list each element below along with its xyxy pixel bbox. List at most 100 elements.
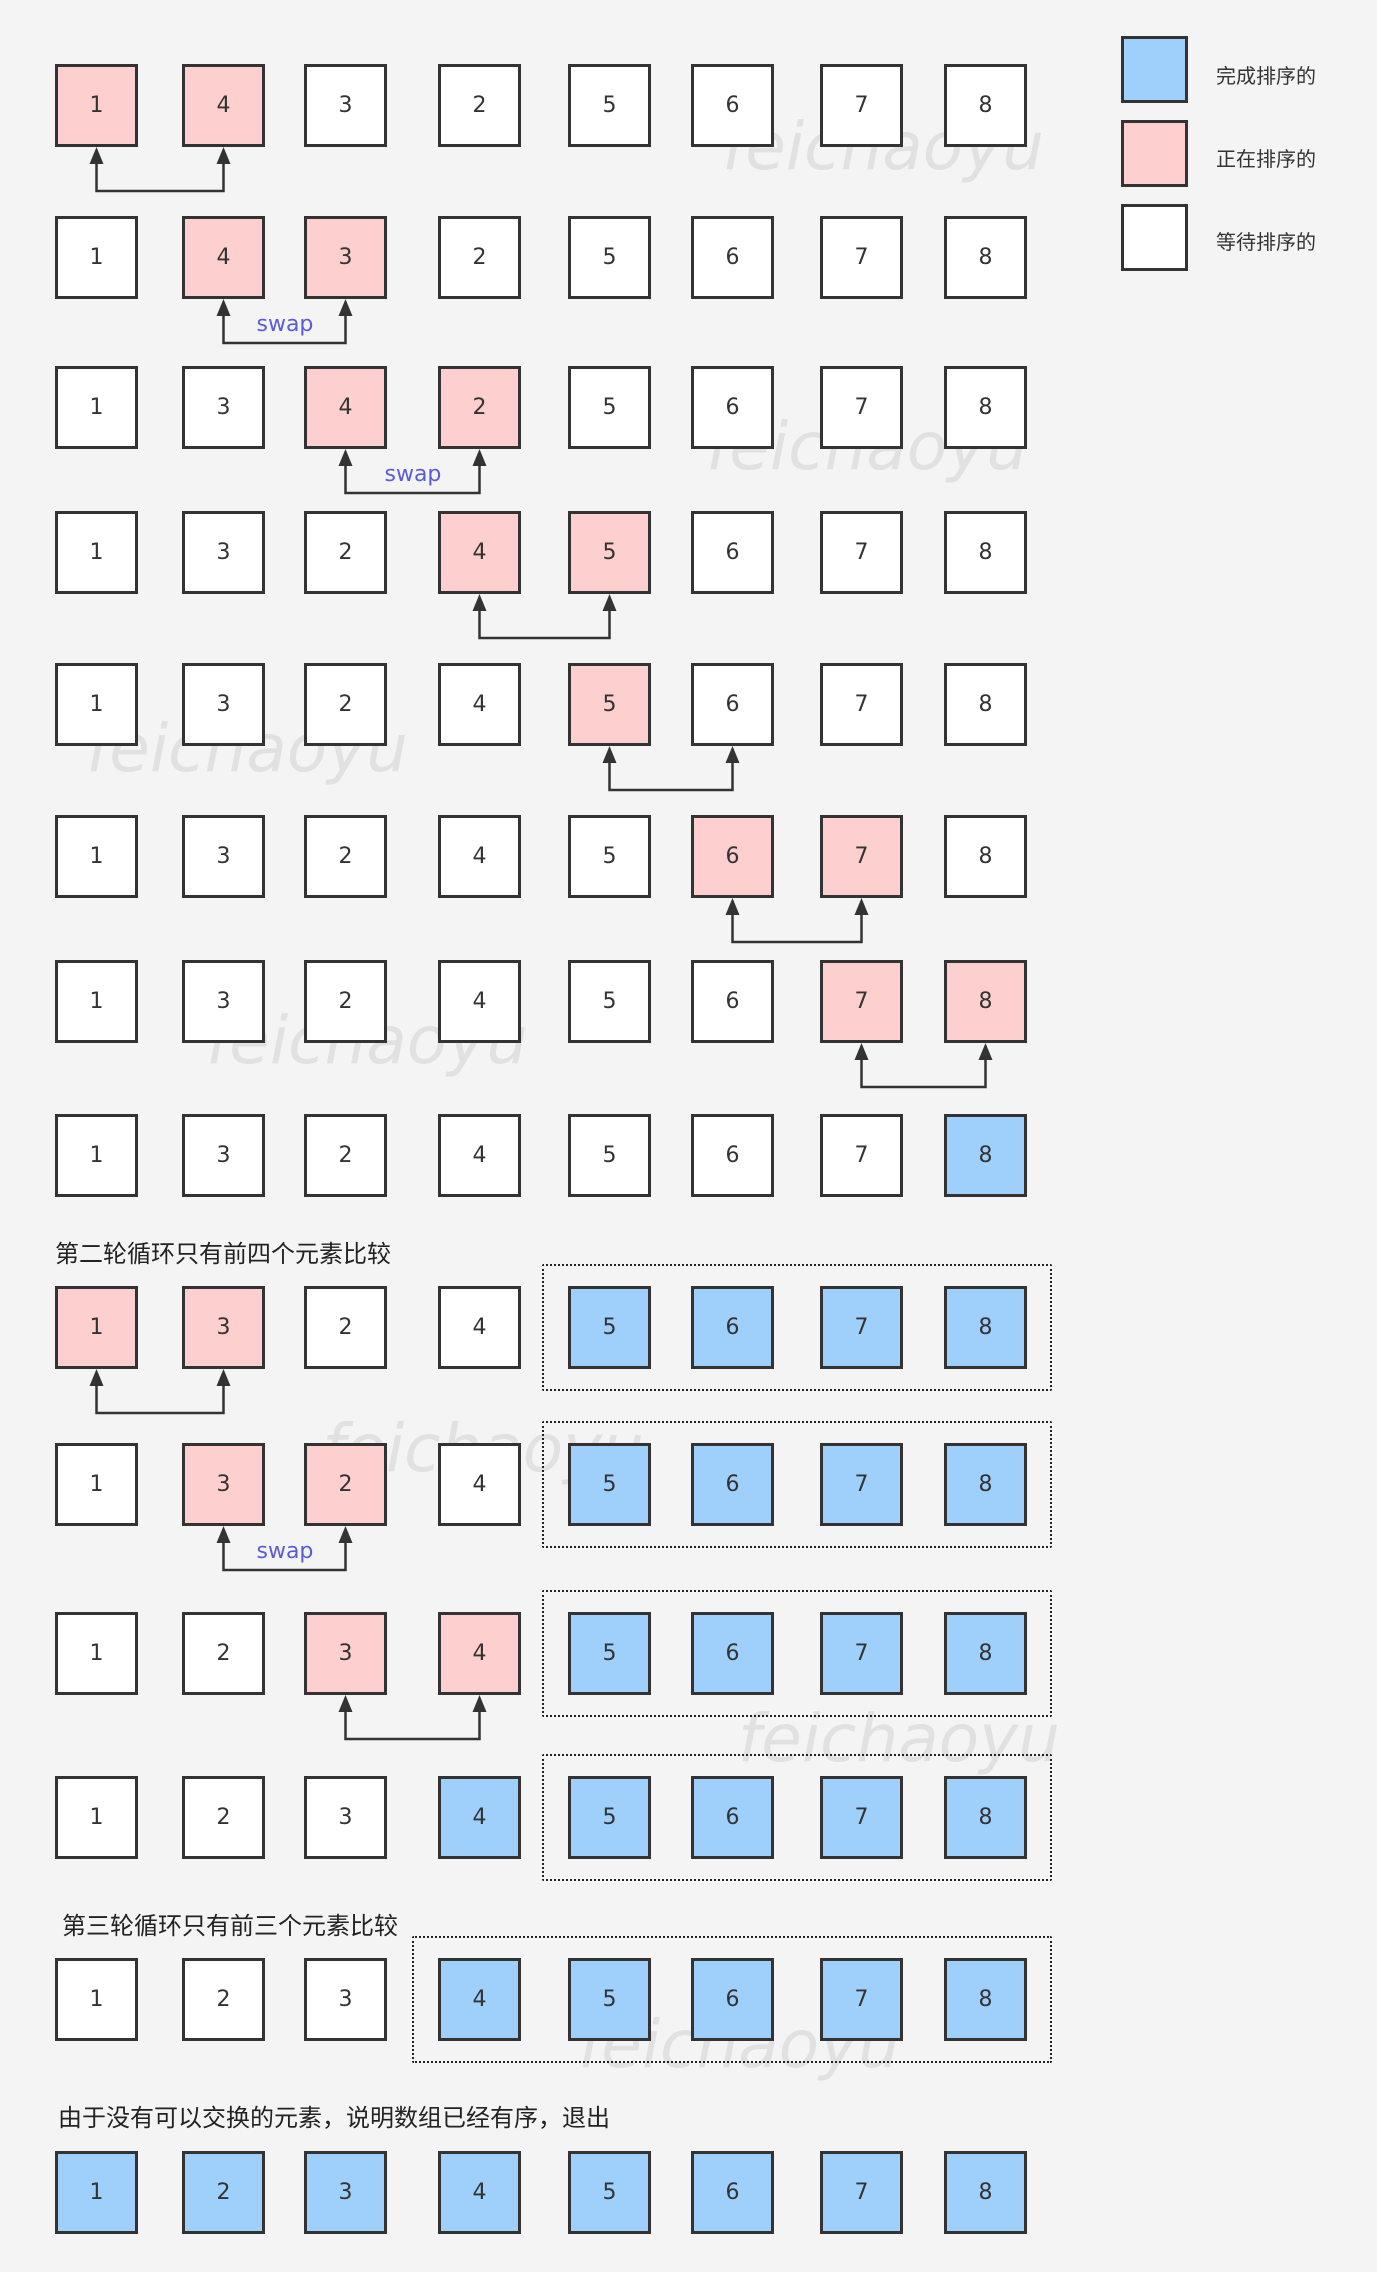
array-cell: 4 <box>438 815 521 898</box>
array-cell: 5 <box>568 1776 651 1859</box>
array-cell: 8 <box>944 2151 1027 2234</box>
array-cell: 7 <box>820 1443 903 1526</box>
completed-group-box <box>542 1590 1052 1717</box>
array-cell: 2 <box>438 64 521 147</box>
legend-swatch-active <box>1121 120 1188 187</box>
array-cell: 6 <box>691 64 774 147</box>
array-cell: 3 <box>182 511 265 594</box>
note-round3: 第三轮循环只有前三个元素比较 <box>62 1912 398 1940</box>
note-final: 由于没有可以交换的元素，说明数组已经有序，退出 <box>58 2104 610 2132</box>
swap-label: swap <box>384 462 442 487</box>
compare-arrow <box>602 746 740 792</box>
array-cell: 8 <box>944 64 1027 147</box>
array-cell: 5 <box>568 366 651 449</box>
completed-group-box <box>412 1936 1052 2063</box>
array-cell: 2 <box>438 216 521 299</box>
legend-swatch-waiting <box>1121 204 1188 271</box>
array-cell: 4 <box>438 1443 521 1526</box>
arrow-head <box>472 1695 487 1712</box>
array-cell: 4 <box>438 1958 521 2041</box>
completed-group-box <box>542 1264 1052 1391</box>
array-cell: 3 <box>182 1286 265 1369</box>
compare-arrow <box>338 1695 487 1741</box>
array-cell: 7 <box>820 1776 903 1859</box>
array-cell: 1 <box>55 366 138 449</box>
array-cell: 5 <box>568 960 651 1043</box>
array-cell: 2 <box>304 815 387 898</box>
legend-label-waiting: 等待排序的 <box>1216 230 1316 254</box>
array-cell: 6 <box>691 216 774 299</box>
array-cell: 5 <box>568 1958 651 2041</box>
array-cell: 5 <box>568 1612 651 1695</box>
arrow-head <box>216 1526 231 1543</box>
array-cell: 3 <box>304 1612 387 1695</box>
array-cell: 1 <box>55 1286 138 1369</box>
array-cell: 6 <box>691 960 774 1043</box>
arrow-head <box>89 1369 104 1386</box>
arrow-head <box>725 898 740 915</box>
compare-arrow <box>216 1526 353 1572</box>
arrow-head <box>89 147 104 164</box>
arrow-head <box>338 1695 353 1712</box>
array-cell: 2 <box>182 1776 265 1859</box>
array-cell: 2 <box>304 663 387 746</box>
array-cell: 8 <box>944 960 1027 1043</box>
array-cell: 1 <box>55 511 138 594</box>
arrow-head <box>338 449 353 466</box>
array-cell: 4 <box>438 1612 521 1695</box>
completed-group-box <box>542 1421 1052 1548</box>
array-cell: 3 <box>304 1776 387 1859</box>
compare-arrow <box>472 594 617 640</box>
array-cell: 7 <box>820 366 903 449</box>
array-cell: 5 <box>568 511 651 594</box>
array-cell: 7 <box>820 1286 903 1369</box>
swap-label: swap <box>256 312 314 337</box>
arrow-head <box>854 1043 869 1060</box>
array-cell: 4 <box>438 663 521 746</box>
arrow-head <box>472 594 487 611</box>
arrow-head <box>725 746 740 763</box>
compare-arrow <box>854 1043 993 1089</box>
array-cell: 7 <box>820 1612 903 1695</box>
array-cell: 1 <box>55 1612 138 1695</box>
array-cell: 2 <box>304 1443 387 1526</box>
note-round2: 第二轮循环只有前四个元素比较 <box>55 1240 391 1268</box>
array-cell: 6 <box>691 1443 774 1526</box>
array-cell: 2 <box>304 1286 387 1369</box>
array-cell: 6 <box>691 511 774 594</box>
array-cell: 3 <box>304 1958 387 2041</box>
array-cell: 7 <box>820 663 903 746</box>
array-cell: 6 <box>691 1776 774 1859</box>
array-cell: 8 <box>944 511 1027 594</box>
compare-arrow <box>216 299 353 345</box>
array-cell: 1 <box>55 663 138 746</box>
arrow-head <box>602 594 617 611</box>
compare-arrow <box>725 898 869 944</box>
array-cell: 8 <box>944 815 1027 898</box>
arrow-head <box>216 147 231 164</box>
array-cell: 6 <box>691 2151 774 2234</box>
array-cell: 1 <box>55 2151 138 2234</box>
array-cell: 6 <box>691 1114 774 1197</box>
arrow-head <box>216 1369 231 1386</box>
array-cell: 5 <box>568 1443 651 1526</box>
array-cell: 8 <box>944 216 1027 299</box>
array-cell: 8 <box>944 663 1027 746</box>
array-cell: 3 <box>182 1114 265 1197</box>
completed-group-box <box>542 1754 1052 1881</box>
array-cell: 4 <box>438 2151 521 2234</box>
array-cell: 5 <box>568 216 651 299</box>
array-cell: 8 <box>944 1286 1027 1369</box>
array-cell: 8 <box>944 1958 1027 2041</box>
array-cell: 6 <box>691 1286 774 1369</box>
array-cell: 7 <box>820 511 903 594</box>
array-cell: 5 <box>568 1114 651 1197</box>
compare-arrow <box>89 1369 231 1415</box>
array-cell: 7 <box>820 64 903 147</box>
array-cell: 1 <box>55 1776 138 1859</box>
array-cell: 5 <box>568 2151 651 2234</box>
array-cell: 7 <box>820 216 903 299</box>
array-cell: 8 <box>944 1443 1027 1526</box>
compare-arrow <box>338 449 487 495</box>
